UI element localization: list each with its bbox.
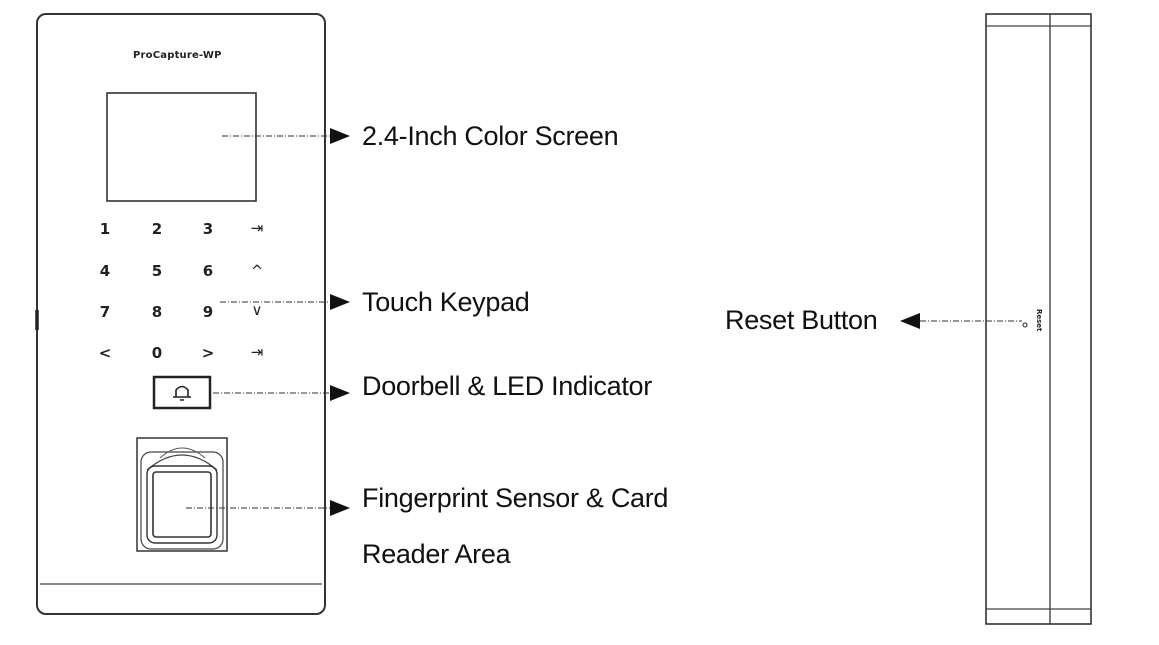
key-0: 0 — [151, 344, 163, 362]
callout-fingerprint-line2: Reader Area — [362, 539, 511, 569]
callout-doorbell: Doorbell & LED Indicator — [362, 371, 652, 401]
callout-fingerprint-line1: Fingerprint Sensor & Card — [362, 483, 669, 513]
bell-icon — [173, 385, 191, 401]
key-4: 4 — [99, 262, 111, 280]
exit-menu-icon: ⇥ — [250, 219, 264, 237]
callout-keypad: Touch Keypad — [362, 287, 530, 317]
callout-reset: Reset Button — [725, 305, 878, 335]
reset-pinhole — [1022, 322, 1028, 328]
key-1: 1 — [99, 220, 111, 238]
doorbell-button-outline — [152, 375, 212, 410]
side-reset-text: Reset — [1035, 309, 1043, 332]
arrowhead-screen — [330, 128, 350, 144]
front-view-body — [36, 13, 326, 615]
key-left: < — [98, 344, 112, 362]
screen-outline — [106, 92, 257, 202]
enter-icon: ⇥ — [250, 343, 264, 361]
key-5: 5 — [151, 262, 163, 280]
arrowhead-keypad — [330, 294, 350, 310]
arrowhead-doorbell — [330, 385, 350, 401]
fingerprint-sensor — [136, 437, 228, 552]
key-7: 7 — [99, 303, 111, 321]
arrowhead-fingerprint — [330, 500, 350, 516]
down-arrow-icon: ∨ — [251, 301, 263, 319]
key-right: > — [201, 344, 215, 362]
arrowhead-reset — [900, 313, 920, 329]
side-view-body — [985, 13, 1092, 625]
callout-screen: 2.4-Inch Color Screen — [362, 121, 619, 151]
brand-label: ProCapture-WP — [133, 50, 222, 61]
key-6: 6 — [202, 262, 214, 280]
key-3: 3 — [202, 220, 214, 238]
key-8: 8 — [151, 303, 163, 321]
key-2: 2 — [151, 220, 163, 238]
key-9: 9 — [202, 303, 214, 321]
up-arrow-icon: ^ — [250, 262, 264, 280]
